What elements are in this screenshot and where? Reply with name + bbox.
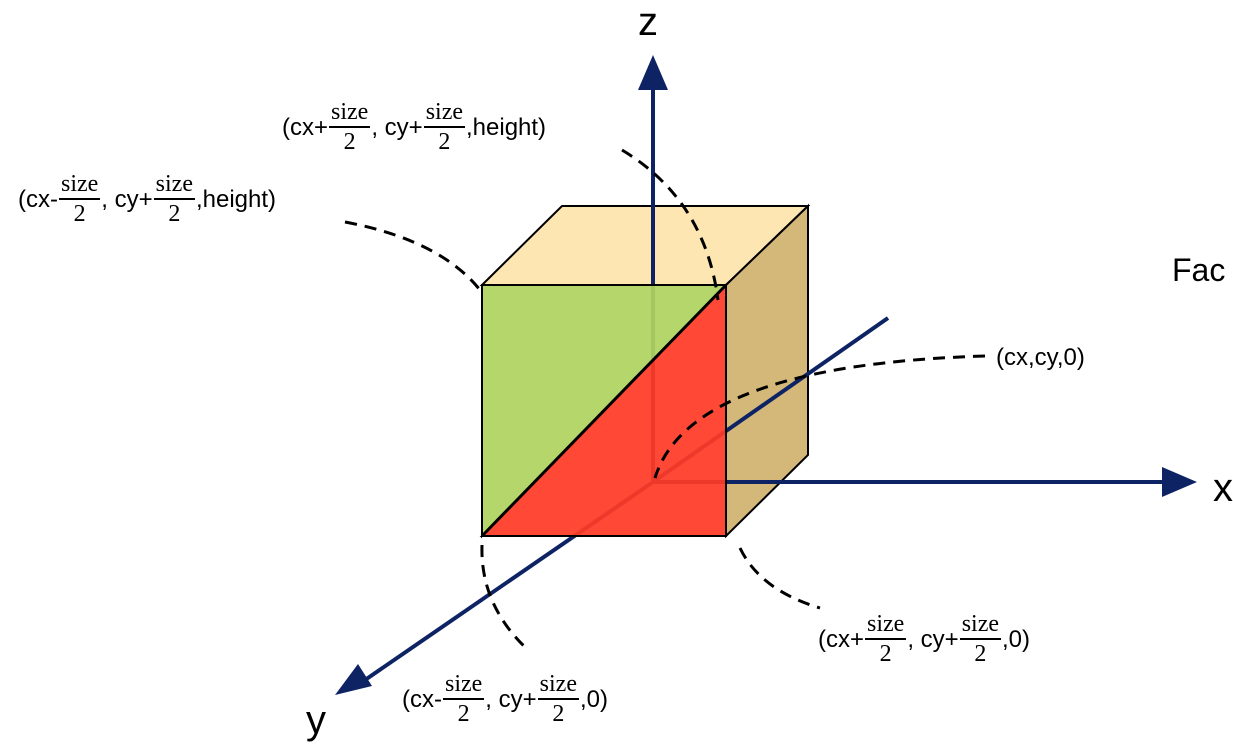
label-bottom-right: (cx+ size 2 , cy+ size 2 ,0) bbox=[818, 611, 1031, 668]
label-top-left-fraction-2: size 2 bbox=[153, 171, 195, 228]
label-top-right-suffix: ,height) bbox=[466, 113, 547, 141]
label-bottom-left-num-1: size bbox=[442, 671, 485, 701]
x-axis-label: x bbox=[1213, 466, 1233, 510]
front-face-diagonal bbox=[480, 283, 728, 538]
label-top-left-suffix: ,height) bbox=[195, 185, 277, 213]
leader-bottom-left bbox=[480, 544, 530, 652]
label-top-right-mid: , cy+ bbox=[371, 113, 423, 141]
z-axis-arrowhead bbox=[638, 55, 668, 90]
leader-top-right bbox=[621, 148, 720, 301]
label-bottom-right-num-2: size bbox=[959, 611, 1001, 641]
label-bottom-left-prefix: (cx- bbox=[402, 685, 442, 713]
label-top-left-num-2: size bbox=[153, 171, 195, 201]
label-top-left-prefix: (cx- bbox=[18, 185, 58, 213]
x-axis-arrowhead bbox=[1162, 467, 1197, 497]
y-axis-label: y bbox=[306, 698, 326, 742]
label-bottom-left-num-2: size bbox=[537, 671, 579, 701]
label-bottom-right-mid: , cy+ bbox=[907, 625, 959, 653]
label-bottom-right-suffix: ,0) bbox=[1002, 625, 1031, 653]
label-bottom-right-prefix: (cx+ bbox=[818, 625, 865, 653]
label-top-left-fraction-1: size 2 bbox=[58, 171, 101, 228]
faces-label-partial: Fac bbox=[1172, 252, 1226, 288]
label-bottom-left-fraction-1: size 2 bbox=[442, 671, 485, 728]
leader-bottom-right bbox=[738, 547, 821, 610]
label-top-right: (cx+ size 2 , cy+ size 2 ,height) bbox=[282, 99, 547, 156]
label-bottom-left-suffix: ,0) bbox=[579, 685, 608, 713]
z-axis-label: z bbox=[638, 0, 658, 44]
label-bottom-left-den-2: 2 bbox=[552, 701, 565, 728]
label-top-right-fraction-2: size 2 bbox=[423, 99, 465, 156]
label-top-right-fraction-1: size 2 bbox=[329, 99, 371, 156]
label-top-left-mid: , cy+ bbox=[101, 185, 153, 213]
label-bottom-left: (cx- size 2 , cy+ size 2 ,0) bbox=[402, 671, 608, 728]
y-axis-arrowhead bbox=[335, 664, 372, 695]
label-top-right-den-1: 2 bbox=[343, 129, 356, 156]
label-bottom-right-fraction-1: size 2 bbox=[865, 611, 907, 668]
label-top-right-den-2: 2 bbox=[438, 129, 451, 156]
label-top-right-prefix: (cx+ bbox=[282, 113, 329, 141]
label-top-right-num-1: size bbox=[329, 99, 371, 129]
label-top-left-den-2: 2 bbox=[168, 201, 181, 228]
label-bottom-left-den-1: 2 bbox=[457, 701, 470, 728]
label-top-left-num-1: size bbox=[58, 171, 101, 201]
label-bottom-right-fraction-2: size 2 bbox=[959, 611, 1001, 668]
label-top-left: (cx- size 2 , cy+ size 2 ,height) bbox=[18, 171, 277, 228]
leader-top-left bbox=[344, 220, 482, 291]
label-bottom-right-num-1: size bbox=[865, 611, 907, 641]
label-top-right-num-2: size bbox=[423, 99, 465, 129]
label-bottom-left-fraction-2: size 2 bbox=[537, 671, 579, 728]
label-top-left-den-1: 2 bbox=[73, 201, 86, 228]
label-bottom-right-den-2: 2 bbox=[974, 641, 987, 668]
label-bottom-left-mid: , cy+ bbox=[485, 685, 537, 713]
label-bottom-right-den-1: 2 bbox=[879, 641, 892, 668]
label-center: (cx,cy,0) bbox=[996, 346, 1085, 370]
label-center-text: (cx,cy,0) bbox=[996, 344, 1085, 371]
